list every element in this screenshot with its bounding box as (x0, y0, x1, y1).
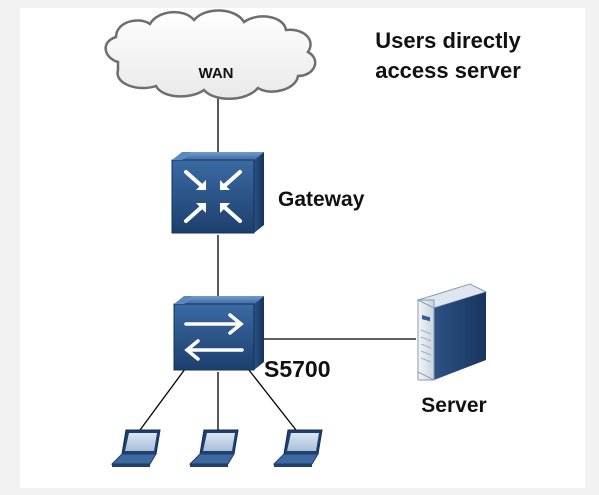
cloud-icon (104, 9, 317, 100)
switch-label: S5700 (264, 356, 331, 382)
wan-label: WAN (199, 65, 234, 82)
router-icon (171, 152, 264, 234)
caption-line-1: Users directly (375, 28, 521, 53)
link-switch-laptop-1 (139, 364, 189, 431)
diagram-panel (20, 8, 585, 488)
server-label: Server (421, 394, 486, 417)
links (139, 97, 416, 431)
server-tower-icon (416, 283, 488, 381)
gateway-label: Gateway (278, 188, 365, 211)
laptop-icon (188, 429, 239, 467)
link-switch-laptop-3 (244, 364, 297, 431)
caption-line-2: access server (375, 58, 521, 83)
laptop-icon (110, 429, 161, 467)
laptop-icon (272, 429, 323, 467)
switch-icon (173, 296, 264, 371)
